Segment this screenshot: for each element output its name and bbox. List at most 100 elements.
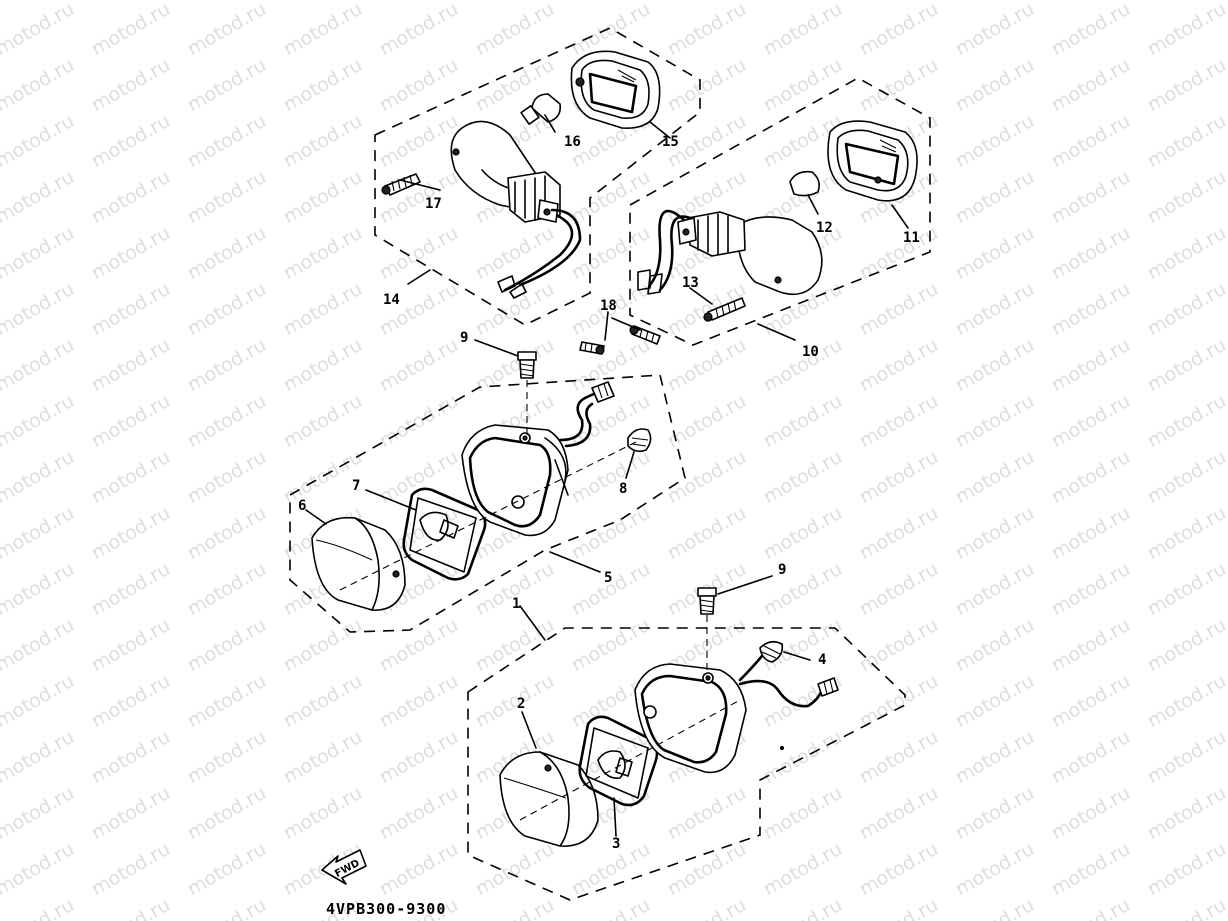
- watermark-text: motod.ru: [0, 726, 78, 789]
- watermark-text: motod.ru: [0, 222, 78, 285]
- housing-5: [461, 424, 569, 537]
- watermark-text: motod.ru: [376, 726, 462, 789]
- watermark-text: motod.ru: [952, 782, 1038, 845]
- watermark-text: motod.ru: [856, 278, 942, 341]
- watermark-text: motod.ru: [88, 446, 174, 509]
- housing-1: [634, 663, 747, 774]
- watermark-text: motod.ru: [472, 0, 558, 60]
- lens-2: [499, 751, 599, 847]
- callout-13: 13: [682, 275, 699, 291]
- callout-17: 17: [425, 196, 442, 212]
- watermark-text: motod.ru: [1048, 446, 1134, 509]
- watermark-text: motod.ru: [952, 558, 1038, 621]
- watermark-text: motod.ru: [1048, 278, 1134, 341]
- watermark-text: motod.ru: [568, 558, 654, 621]
- watermark-text: motod.ru: [184, 670, 270, 733]
- watermark-text: motod.ru: [184, 54, 270, 117]
- callout-14: 14: [383, 292, 400, 308]
- watermark-text: motod.ru: [1048, 54, 1134, 117]
- watermark-text: motod.ru: [184, 390, 270, 453]
- watermark-text: motod.ru: [0, 558, 78, 621]
- callout-5: 5: [604, 570, 612, 586]
- grommet-4: [759, 640, 784, 663]
- watermark-text: motod.ru: [184, 726, 270, 789]
- watermark-text: motod.ru: [472, 670, 558, 733]
- watermark-text: motod.ru: [1144, 446, 1228, 509]
- watermark-text: motod.ru: [952, 390, 1038, 453]
- screw-9-upper: [517, 351, 537, 379]
- watermark-text: motod.ru: [280, 390, 366, 453]
- watermark-text: motod.ru: [376, 110, 462, 173]
- watermark-text: motod.ru: [856, 614, 942, 677]
- watermark-text: motod.ru: [280, 54, 366, 117]
- watermark-text: motod.ru: [760, 558, 846, 621]
- watermark-text: motod.ru: [0, 782, 78, 845]
- watermark-text: motod.ru: [376, 782, 462, 845]
- watermark-text: motod.ru: [1144, 334, 1228, 397]
- bulb-16: [520, 93, 562, 125]
- watermark-text: motod.ru: [1144, 0, 1228, 60]
- watermark-text: motod.ru: [1048, 558, 1134, 621]
- watermark-text: motod.ru: [376, 54, 462, 117]
- assembly-5-group: [289, 374, 686, 633]
- watermark-text: motod.ru: [952, 334, 1038, 397]
- watermark-text: motod.ru: [376, 222, 462, 285]
- watermark-text: motod.ru: [184, 166, 270, 229]
- callout-9-upper: 9: [460, 330, 468, 346]
- watermark-text: motod.ru: [376, 390, 462, 453]
- watermark-text: motod.ru: [664, 390, 750, 453]
- watermark-text: motod.ru: [0, 390, 78, 453]
- watermark-text: motod.ru: [184, 334, 270, 397]
- watermark-text: motod.ru: [1144, 670, 1228, 733]
- watermark-text: motod.ru: [952, 110, 1038, 173]
- watermark-text: motod.ru: [856, 446, 942, 509]
- watermark-text: motod.ru: [88, 54, 174, 117]
- watermark-text: motod.ru: [88, 0, 174, 60]
- watermark-text: motod.ru: [376, 838, 462, 901]
- watermark-text: motod.ru: [760, 446, 846, 509]
- gasket-7: [402, 487, 487, 581]
- watermark-text: motod.ru: [1144, 278, 1228, 341]
- watermark-text: motod.ru: [664, 0, 750, 60]
- watermark-text: motod.ru: [184, 502, 270, 565]
- watermark-text: motod.ru: [856, 558, 942, 621]
- watermark-text: motod.ru: [1144, 726, 1228, 789]
- watermark-text: motod.ru: [184, 446, 270, 509]
- watermark-text: motod.ru: [0, 278, 78, 341]
- watermark-text: motod.ru: [376, 670, 462, 733]
- watermark-text: motod.ru: [952, 54, 1038, 117]
- screw-17: [381, 173, 421, 196]
- watermark-text: motod.ru: [856, 334, 942, 397]
- watermark-text: motod.ru: [1048, 390, 1134, 453]
- watermark-text: motod.ru: [0, 670, 78, 733]
- watermark-text: motod.ru: [280, 166, 366, 229]
- watermark-text: motod.ru: [88, 838, 174, 901]
- watermark-text: motod.ru: [1144, 54, 1228, 117]
- watermark-text: motod.ru: [280, 726, 366, 789]
- watermark-text: motod.ru: [856, 726, 942, 789]
- assembly-1-group: [467, 615, 906, 901]
- watermark-text: motod.ru: [88, 222, 174, 285]
- watermark-text: motod.ru: [472, 838, 558, 901]
- watermark-text: motod.ru: [88, 278, 174, 341]
- callout-1: 1: [512, 596, 520, 612]
- callout-15: 15: [662, 134, 679, 150]
- watermark-text: motod.ru: [952, 670, 1038, 733]
- watermark-text: motod.ru: [184, 222, 270, 285]
- watermark-text: motod.ru: [1048, 0, 1134, 60]
- watermark-text: motod.ru: [856, 838, 942, 901]
- watermark-text: motod.ru: [280, 614, 366, 677]
- watermark-text: motod.ru: [568, 166, 654, 229]
- watermark-text: motod.ru: [952, 838, 1038, 901]
- watermark-text: motod.ru: [760, 0, 846, 60]
- watermark-text: motod.ru: [280, 782, 366, 845]
- watermark-text: motod.ru: [280, 110, 366, 173]
- watermark-text: motod.ru: [472, 614, 558, 677]
- watermark-text: motod.ru: [760, 726, 846, 789]
- screw-13: [703, 297, 746, 322]
- callout-labels: 1 2 3 4 5 6 7 8 9 9 10 11 12 13 14 15 16…: [298, 134, 920, 852]
- watermark-text: motod.ru: [856, 502, 942, 565]
- callout-4: 4: [818, 652, 826, 668]
- watermark-text: motod.ru: [1048, 502, 1134, 565]
